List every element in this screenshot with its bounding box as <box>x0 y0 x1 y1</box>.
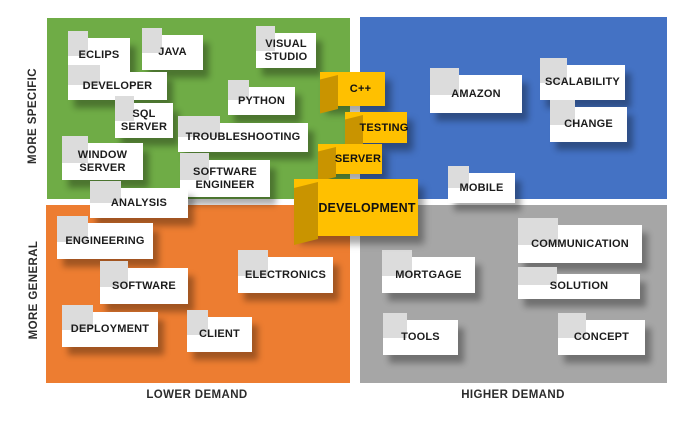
tag-label: SCALABILITY <box>545 76 620 89</box>
tag-scalability: SCALABILITY <box>540 58 625 100</box>
tag-software-engineer: SOFTWARE ENGINEER <box>180 153 270 197</box>
tag-solution: SOLUTION <box>518 267 640 299</box>
axis-label-more-specific: MORE SPECIFIC <box>27 68 39 164</box>
highlight-cpp: C++ <box>320 72 385 106</box>
tag-label: AMAZON <box>451 87 501 100</box>
tag-visual-studio: VISUAL STUDIO <box>256 26 316 68</box>
tag-label: CHANGE <box>564 118 613 131</box>
tag-window-server: WINDOW SERVER <box>62 136 143 180</box>
tag-label: DEVELOPER <box>82 79 153 92</box>
tag-label: VISUAL STUDIO <box>264 37 308 63</box>
tag-analysis: ANALYSIS <box>90 181 188 218</box>
tag-developer: DEVELOPER <box>68 65 167 100</box>
tag-label: MOBILE <box>459 181 504 194</box>
tag-sql-server: SQL SERVER <box>115 96 173 138</box>
tag-label: SOLUTION <box>549 280 609 293</box>
tag-label: CLIENT <box>199 328 240 341</box>
tag-client: CLIENT <box>187 310 252 352</box>
tag-concept: CONCEPT <box>558 313 645 355</box>
tag-mobile: MOBILE <box>448 166 515 203</box>
tag-change: CHANGE <box>550 100 627 142</box>
axis-label-higher-demand: HIGHER DEMAND <box>461 389 565 401</box>
tag-label: SOFTWARE ENGINEER <box>193 165 257 191</box>
tag-software: SOFTWARE <box>100 261 188 304</box>
tag-label: MORTGAGE <box>395 268 462 281</box>
tag-label: TROUBLESHOOTING <box>185 131 301 144</box>
tag-deployment: DEPLOYMENT <box>62 305 158 347</box>
tag-troubleshooting: TROUBLESHOOTING <box>178 116 308 152</box>
tag-label: ECLIPS <box>78 49 120 62</box>
tag-engineering: ENGINEERING <box>57 216 153 259</box>
tag-label: TOOLS <box>401 331 440 344</box>
tag-label: ENGINEERING <box>65 234 145 247</box>
tag-communication: COMMUNICATION <box>518 218 642 263</box>
tag-electronics: ELECTRONICS <box>238 250 333 293</box>
highlight-label: TESTING <box>359 121 409 134</box>
highlight-label: SERVER <box>334 153 382 165</box>
tag-tools: TOOLS <box>383 313 458 355</box>
highlight-label: C++ <box>349 83 372 95</box>
highlight-development: DEVELOPMENT <box>294 179 418 236</box>
tag-label: SOFTWARE <box>112 279 176 292</box>
tag-label: CONCEPT <box>573 331 630 344</box>
tag-amazon: AMAZON <box>430 68 522 113</box>
tag-label: ANALYSIS <box>110 196 168 209</box>
tag-label: DEPLOYMENT <box>70 323 150 336</box>
tag-python: PYTHON <box>228 80 295 115</box>
highlight-testing: TESTING <box>345 112 409 143</box>
tag-label: COMMUNICATION <box>531 237 629 250</box>
highlight-label: DEVELOPMENT <box>318 200 416 215</box>
tag-label: WINDOW SERVER <box>77 148 128 174</box>
tag-label: SQL SERVER <box>120 107 168 133</box>
tag-label: JAVA <box>158 46 187 59</box>
highlight-server: SERVER <box>318 144 382 174</box>
tag-java: JAVA <box>142 28 203 70</box>
axis-label-lower-demand: LOWER DEMAND <box>146 389 248 401</box>
tag-mortgage: MORTGAGE <box>382 250 475 293</box>
axis-label-more-general: MORE GENERAL <box>28 240 40 340</box>
tag-label: ELECTRONICS <box>244 268 327 281</box>
tag-label: PYTHON <box>237 94 286 107</box>
